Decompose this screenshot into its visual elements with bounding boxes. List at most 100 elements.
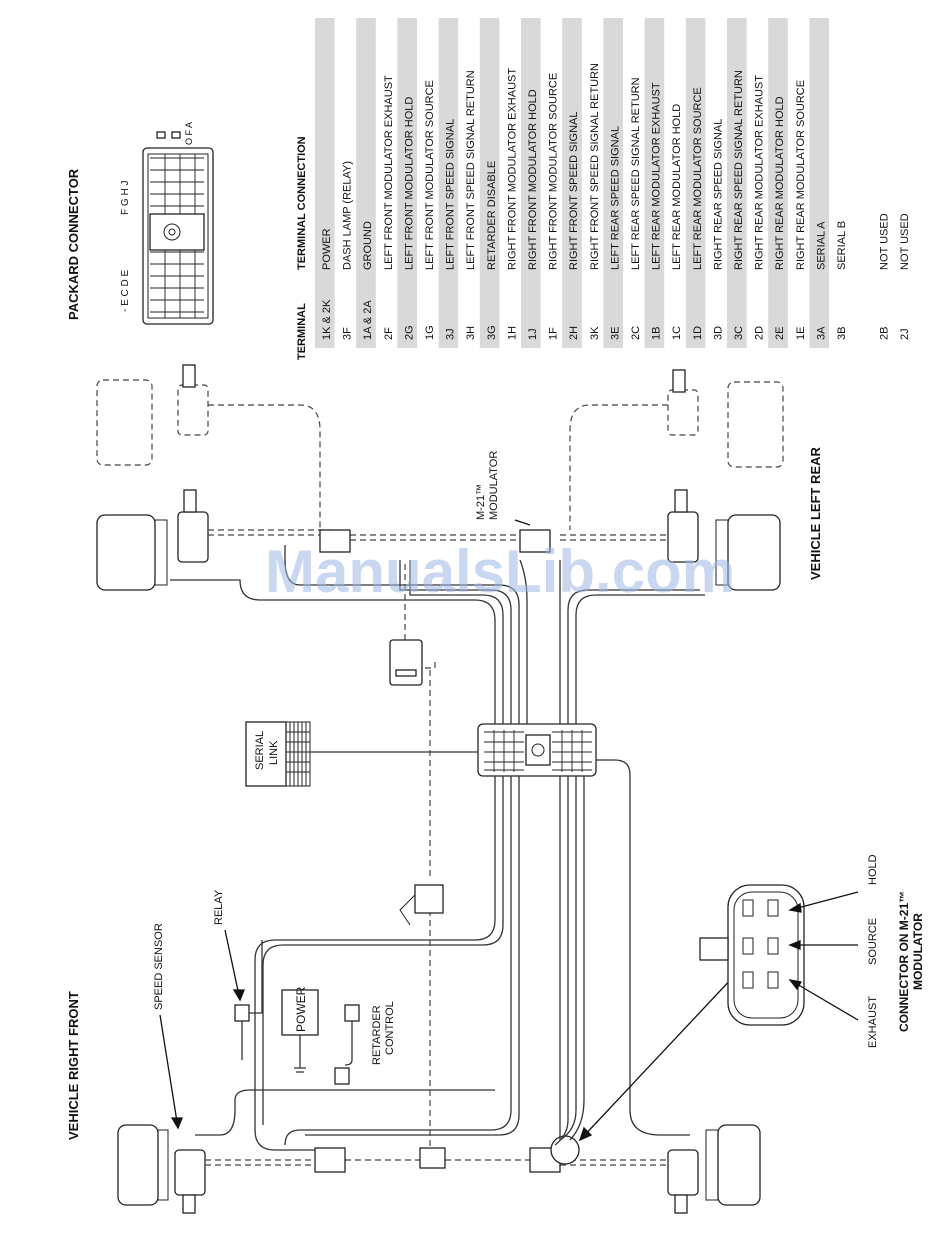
table-row-shade <box>685 18 706 348</box>
exhaust-label: EXHAUST <box>867 996 879 1048</box>
table-cell-connection: LEFT REAR SPEED SIGNAL <box>609 126 621 270</box>
connector-on-m21-label-1: CONNECTOR ON M-21™ <box>897 891 911 1032</box>
m21-modulator-label-2: MODULATOR <box>488 451 500 520</box>
brake-chamber-top-left <box>177 511 209 563</box>
table-header-terminal: TERMINAL <box>296 303 308 360</box>
table-cell-terminal: 2D <box>754 326 766 340</box>
callout-arrows <box>159 519 736 1142</box>
m21-modulator-bottom-left <box>314 1147 346 1173</box>
table-cell-connection: POWER <box>321 228 333 270</box>
table-cell-terminal: 2G <box>403 325 415 340</box>
terminal-table: TERMINAL TERMINAL CONNECTION 1K & 2K POWER 3… <box>296 18 911 360</box>
tire-right-top <box>727 514 781 591</box>
serial-link-box <box>245 721 311 787</box>
table-cell-connection: RIGHT FRONT MODULATOR HOLD <box>527 89 539 270</box>
table-cell-terminal: 1F <box>548 327 560 340</box>
top-axle <box>96 364 784 591</box>
table-cell-terminal: 2E <box>774 327 786 340</box>
m21-modulator-top-left <box>319 529 351 553</box>
table-cell-connection: SERIAL B <box>836 221 848 270</box>
quick-release-valve <box>419 1147 446 1169</box>
relay-label: RELAY <box>213 889 225 925</box>
table-cell-connection: LEFT REAR MODULATOR SOURCE <box>692 87 704 270</box>
table-cell-connection: LEFT FRONT SPEED SIGNAL <box>445 119 457 270</box>
m21-modulator-label-1: M-21™ <box>475 484 487 520</box>
table-cell-connection: RIGHT REAR MODULATOR SOURCE <box>795 80 807 270</box>
table-cell-connection: SERIAL A <box>815 221 827 270</box>
abs-ecu <box>477 723 597 777</box>
table-row-shade <box>562 18 582 348</box>
table-cell-terminal: 1E <box>795 327 807 340</box>
table-cell-connection: LEFT FRONT MODULATOR SOURCE <box>424 80 436 270</box>
table-row-shade <box>644 18 665 348</box>
table-cell-connection: RIGHT FRONT MODULATOR SOURCE <box>548 73 560 270</box>
table-cell-terminal: 1K & 2K <box>321 299 333 340</box>
table-cell-terminal: 3B <box>836 327 848 340</box>
table-cell-connection: LEFT FRONT MODULATOR EXHAUST <box>383 75 395 270</box>
table-cell-terminal: 3A <box>815 326 827 340</box>
table-cell-terminal: 3F <box>342 327 354 340</box>
bottom-axle <box>117 1124 761 1214</box>
table-cell-connection: NOT USED <box>879 213 891 270</box>
table-cell-connection: NOT USED <box>899 213 911 270</box>
table-cell-connection: LEFT FRONT SPEED SIGNAL RETURN <box>465 70 477 270</box>
table-cell-terminal: 2B <box>879 327 891 340</box>
watermark: ManualsLib.com <box>265 538 735 605</box>
table-cell-terminal: 3D <box>712 326 724 340</box>
table-cell-terminal: 3G <box>486 325 498 340</box>
table-cell-terminal: 2J <box>899 328 911 340</box>
table-row-shade <box>479 18 500 348</box>
pin-letters-a: - E C D E <box>120 269 131 312</box>
table-cell-connection: RIGHT REAR MODULATOR HOLD <box>774 96 786 270</box>
table-cell-terminal: 1J <box>527 328 539 340</box>
brake-chamber-bottom-left <box>174 1149 206 1196</box>
table-row-shade <box>603 18 623 348</box>
pin-letters-c: O F A <box>184 122 194 145</box>
m21-connector-detail <box>699 884 859 1026</box>
table-cell-terminal: 3K <box>589 326 601 340</box>
retarder-control-box <box>334 1004 360 1085</box>
table-cell-connection: RIGHT FRONT SPEED SIGNAL <box>568 111 580 270</box>
brake-chamber-bottom-right <box>667 1149 699 1196</box>
tire-right-bottom <box>717 1124 761 1206</box>
table-cell-terminal: 2C <box>630 326 642 340</box>
relay-box <box>234 940 263 1060</box>
tire-left-top <box>96 514 156 591</box>
solenoid-valve <box>389 639 423 686</box>
table-cell-terminal: 2H <box>568 326 580 340</box>
table-cell-terminal: 1D <box>692 326 704 340</box>
table-row-shade <box>809 18 829 348</box>
table-row-shade <box>727 18 747 348</box>
table-cell-connection: LEFT FRONT MODULATOR HOLD <box>403 97 415 270</box>
tire-left-bottom <box>117 1124 159 1206</box>
table-cell-connection: LEFT REAR SPEED SIGNAL RETURN <box>630 77 642 270</box>
power-label: POWER <box>294 986 308 1032</box>
table-cell-terminal: 3C <box>733 326 745 340</box>
table-cell-terminal: 1H <box>506 326 518 340</box>
m21-modulator-top-right <box>519 529 551 553</box>
retarder-control-label-2: CONTROL <box>384 1001 396 1055</box>
table-row-shade <box>768 18 788 348</box>
vehicle-left-rear-title: VEHICLE LEFT REAR <box>808 446 823 580</box>
table-cell-connection: RIGHT REAR SPEED SIGNAL <box>712 119 724 270</box>
table-row-shade <box>397 18 417 348</box>
hold-label: HOLD <box>867 854 879 885</box>
table-row-shade <box>315 18 335 348</box>
table-cell-terminal: 3H <box>465 326 477 340</box>
speed-sensor-label: SPEED SENSOR <box>153 923 165 1010</box>
connector-on-m21-label-2: MODULATOR <box>911 913 925 990</box>
table-row-shade <box>438 18 459 348</box>
table-cell-terminal: 2F <box>383 327 395 340</box>
table-cell-connection: LEFT REAR MODULATOR HOLD <box>671 104 683 270</box>
table-cell-connection: RETARDER DISABLE <box>486 161 498 270</box>
table-row-shade <box>521 18 541 348</box>
retarder-control-label-1: RETARDER <box>371 1005 383 1065</box>
table-cell-connection: RIGHT REAR SPEED SIGNAL RETURN <box>733 70 745 270</box>
table-cell-terminal: 1G <box>424 325 436 340</box>
table-cell-terminal: 1A & 2A <box>362 300 374 340</box>
source-label: SOURCE <box>867 918 879 965</box>
table-cell-connection: RIGHT REAR MODULATOR EXHAUST <box>754 75 766 270</box>
table-cell-connection: RIGHT FRONT SPEED SIGNAL RETURN <box>589 63 601 270</box>
table-header-connection: TERMINAL CONNECTION <box>296 136 308 270</box>
